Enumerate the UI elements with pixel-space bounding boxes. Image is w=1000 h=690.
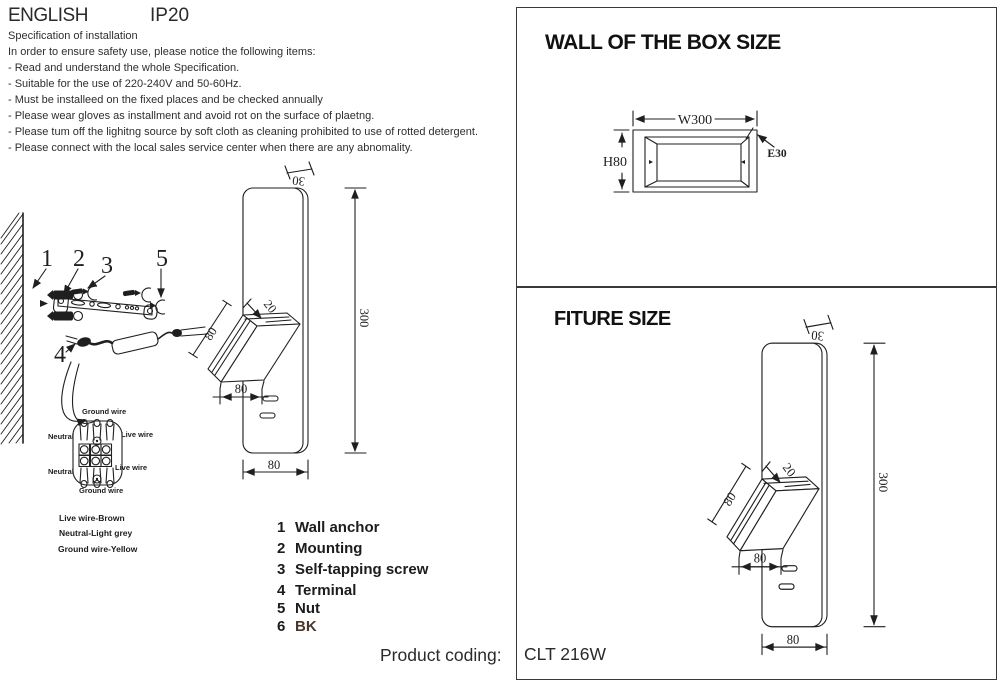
- spec-item: - Please tum off the lighitng source by …: [8, 126, 479, 138]
- spec-item: - Read and understand the whole Specific…: [8, 62, 240, 74]
- terminal-label-live-top: Live wire: [121, 430, 154, 439]
- spec-item: - Please connect with the local sales se…: [8, 142, 413, 154]
- wall-anchor: [47, 289, 84, 322]
- terminal-label-neutral-top: Neutral: [48, 432, 74, 441]
- spec-item: - Must be installeed on the fixed places…: [8, 94, 323, 106]
- terminal-label-ground-top: Ground wire: [82, 407, 127, 416]
- fixture-panel-title: FITURE SIZE: [554, 308, 671, 330]
- callout-2: 2: [73, 246, 85, 272]
- mounting-bracket: [52, 293, 158, 320]
- terminal-block: [72, 418, 123, 489]
- fixture-height-dim: 300: [357, 309, 371, 328]
- legend-live-wire: Live wire-Brown: [59, 513, 125, 523]
- spec-item: - Please wear gloves as installment and …: [8, 110, 375, 122]
- product-coding-label: Product coding:: [380, 645, 502, 665]
- spec-item: - Suitable for the use of 220-240V and 5…: [8, 78, 242, 90]
- legend-neutral-wire: Neutral-Light grey: [59, 528, 133, 538]
- fixture-depth-dim: 20: [261, 297, 280, 315]
- terminal-label-live-bottom: Live wire: [115, 463, 148, 472]
- callout-4: 4: [54, 342, 66, 368]
- callout-3: 3: [101, 253, 113, 279]
- product-code: CLT 216W: [524, 644, 607, 664]
- terminal-label-neutral-bottom: Neutral: [48, 467, 74, 476]
- fixture-size-panel: FITURE SIZE: [516, 286, 997, 680]
- fixture-box-width-dim: 80: [235, 382, 248, 396]
- ip-rating-label: IP20: [150, 5, 190, 26]
- wall-box-panel-title: WALL OF THE BOX SIZE: [545, 31, 781, 54]
- specification-block: Specification of installation In order t…: [8, 28, 478, 156]
- wall-box-size-panel: WALL OF THE BOX SIZE: [516, 7, 997, 288]
- language-label: ENGLISH: [8, 5, 88, 26]
- terminal-label-ground-bottom: Ground wire: [79, 486, 124, 495]
- fixture-drawing-main: 30 300 20 80 80 80: [189, 162, 371, 479]
- legend-ground-wire: Ground wire-Yellow: [58, 544, 138, 554]
- fixture-bottom-width-dim: 80: [268, 458, 281, 472]
- fixture-top-dim: 30: [292, 173, 306, 188]
- installation-diagram: 1 2 3 4 5: [0, 212, 208, 489]
- callout-1: 1: [41, 246, 53, 272]
- callout-5: 5: [156, 246, 168, 272]
- spec-intro: In order to ensure safety use, please no…: [8, 46, 316, 58]
- screws-and-nuts: [40, 285, 166, 315]
- spec-title: Specification of installation: [8, 30, 138, 42]
- fixture-side-dim: 80: [201, 325, 220, 343]
